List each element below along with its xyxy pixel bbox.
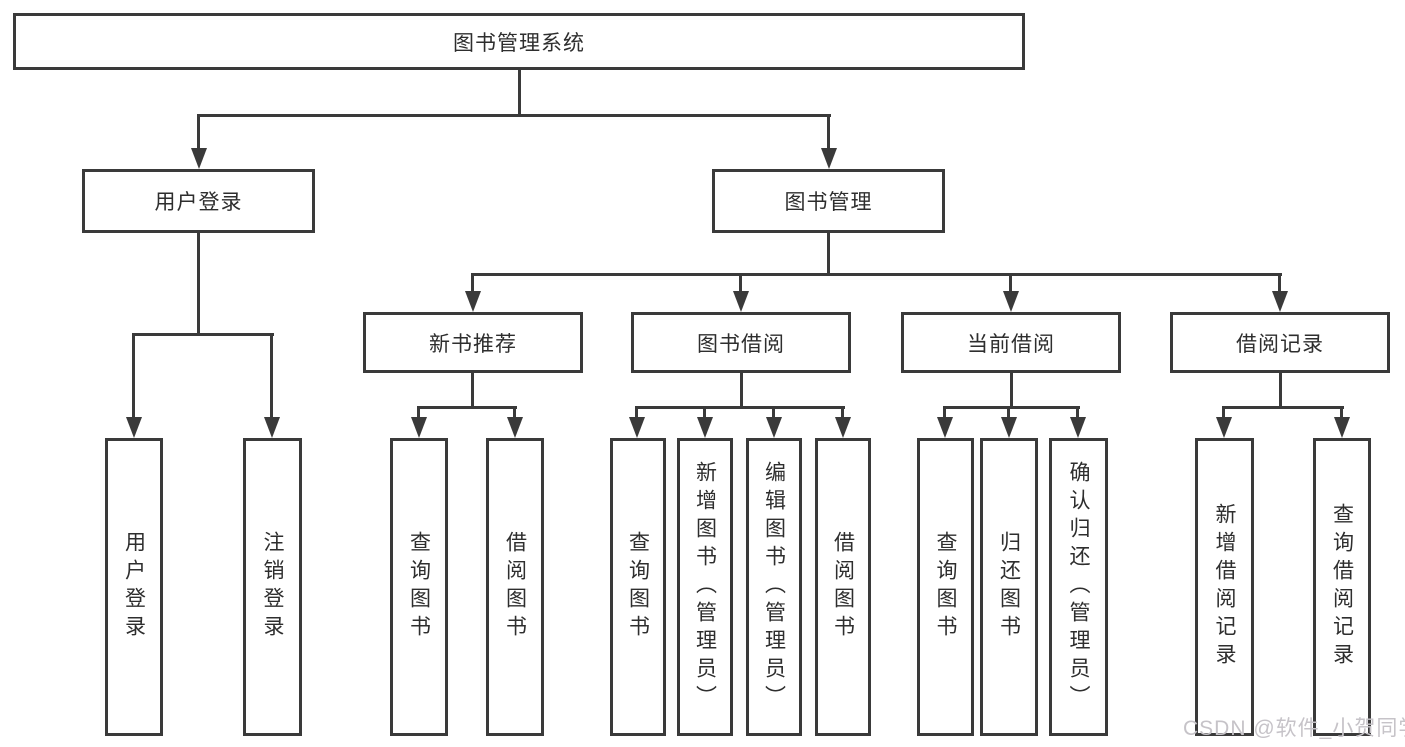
- leaf-label: 新增借阅记录: [1213, 503, 1236, 671]
- leaf-borrow-books-recommend: 借阅图书: [486, 438, 544, 736]
- connector-line: [772, 406, 775, 422]
- arrowhead-icon: [507, 417, 523, 438]
- arrowhead-icon: [191, 148, 207, 169]
- leaf-query-borrow-record: 查询借阅记录: [1313, 438, 1371, 736]
- node-label: 图书管理系统: [453, 31, 585, 55]
- node-book-borrowing: 图书借阅: [631, 312, 851, 373]
- leaf-query-books-borrowing: 查询图书: [610, 438, 666, 736]
- connector-line: [471, 273, 474, 296]
- leaf-add-book-admin: 新增图书（管理员）: [677, 438, 733, 736]
- connector-line: [518, 70, 521, 117]
- node-label: 当前借阅: [967, 332, 1055, 356]
- connector-line: [943, 406, 1080, 409]
- connector-line: [132, 333, 274, 336]
- connector-line: [635, 406, 638, 422]
- connector-line: [635, 406, 845, 409]
- connector-line: [943, 406, 946, 422]
- leaf-logout: 注销登录: [243, 438, 302, 736]
- arrowhead-icon: [411, 417, 427, 438]
- leaf-user-login: 用户登录: [105, 438, 163, 736]
- connector-line: [841, 406, 844, 422]
- leaf-confirm-return-admin: 确认归还（管理员）: [1049, 438, 1108, 736]
- connector-line: [1009, 273, 1012, 296]
- connector-line: [198, 114, 831, 117]
- arrowhead-icon: [1216, 417, 1232, 438]
- leaf-query-books-recommend: 查询图书: [390, 438, 448, 736]
- leaf-label: 新增图书（管理员）: [693, 461, 717, 713]
- leaf-edit-book-admin: 编辑图书（管理员）: [746, 438, 802, 736]
- node-new-book-recommendation: 新书推荐: [363, 312, 583, 373]
- connector-line: [1076, 406, 1079, 422]
- arrowhead-icon: [1070, 417, 1086, 438]
- connector-line: [1010, 373, 1013, 409]
- node-user-login: 用户登录: [82, 169, 315, 233]
- connector-line: [197, 114, 200, 153]
- connector-line: [1222, 406, 1225, 422]
- node-label: 新书推荐: [429, 332, 517, 356]
- leaf-label: 用户登录: [122, 531, 146, 643]
- connector-line: [417, 406, 420, 422]
- leaf-label: 编辑图书（管理员）: [762, 461, 786, 713]
- arrowhead-icon: [465, 291, 481, 312]
- arrowhead-icon: [835, 417, 851, 438]
- node-current-borrowing: 当前借阅: [901, 312, 1121, 373]
- arrowhead-icon: [937, 417, 953, 438]
- arrowhead-icon: [1001, 417, 1017, 438]
- connector-line: [1007, 406, 1010, 422]
- arrowhead-icon: [766, 417, 782, 438]
- connector-line: [1278, 273, 1281, 296]
- leaf-return-books: 归还图书: [980, 438, 1038, 736]
- leaf-label: 确认归还（管理员）: [1067, 461, 1090, 713]
- node-book-management: 图书管理: [712, 169, 945, 233]
- arrowhead-icon: [733, 291, 749, 312]
- leaf-borrow-books: 借阅图书: [815, 438, 871, 736]
- leaf-add-borrow-record: 新增借阅记录: [1195, 438, 1254, 736]
- csdn-watermark: CSDN @软件_小贺同学: [1183, 717, 1405, 740]
- leaf-label: 借阅图书: [831, 531, 855, 643]
- connector-line: [417, 406, 517, 409]
- connector-line: [703, 406, 706, 422]
- arrowhead-icon: [1334, 417, 1350, 438]
- connector-line: [132, 333, 135, 422]
- arrowhead-icon: [264, 417, 280, 438]
- node-library-management-system: 图书管理系统: [13, 13, 1025, 70]
- connector-line: [739, 273, 742, 296]
- connector-line: [827, 233, 830, 276]
- node-label: 图书借阅: [697, 332, 785, 356]
- arrowhead-icon: [697, 417, 713, 438]
- leaf-label: 归还图书: [997, 531, 1021, 643]
- node-label: 用户登录: [154, 191, 243, 214]
- connector-line: [471, 273, 1282, 276]
- leaf-label: 查询借阅记录: [1330, 503, 1354, 671]
- connector-line: [1340, 406, 1343, 422]
- connector-line: [827, 114, 830, 153]
- leaf-label: 查询图书: [934, 531, 957, 643]
- node-label: 借阅记录: [1236, 332, 1324, 356]
- arrowhead-icon: [1003, 291, 1019, 312]
- arrowhead-icon: [821, 148, 837, 169]
- connector-line: [740, 373, 743, 409]
- leaf-label: 借阅图书: [503, 531, 527, 643]
- node-borrowing-records: 借阅记录: [1170, 312, 1390, 373]
- arrowhead-icon: [1272, 291, 1288, 312]
- connector-line: [197, 233, 200, 336]
- leaf-label: 查询图书: [407, 531, 431, 643]
- leaf-label: 注销登录: [261, 531, 284, 643]
- connector-line: [471, 373, 474, 409]
- connector-line: [513, 406, 516, 422]
- arrowhead-icon: [629, 417, 645, 438]
- leaf-label: 查询图书: [626, 531, 650, 643]
- connector-line: [1279, 373, 1282, 409]
- connector-line: [1222, 406, 1344, 409]
- arrowhead-icon: [126, 417, 142, 438]
- node-label: 图书管理: [784, 191, 873, 214]
- leaf-query-books-current: 查询图书: [917, 438, 974, 736]
- connector-line: [270, 333, 273, 422]
